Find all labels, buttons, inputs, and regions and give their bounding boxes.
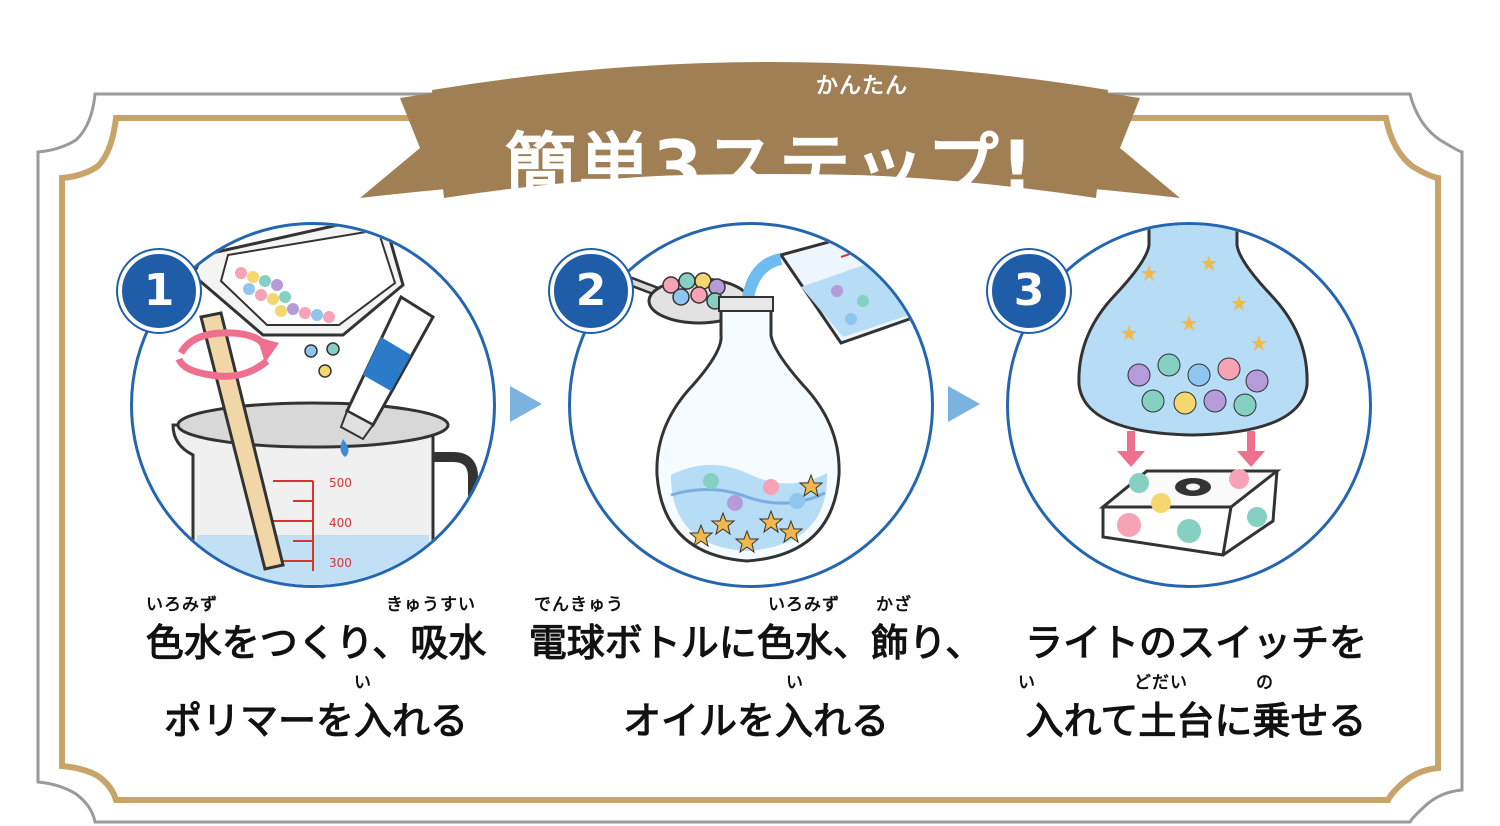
next-step-arrow-2 [948, 386, 980, 422]
step1-ruby-kyuusui: きゅうすい [386, 595, 476, 615]
step3-number-badge: 3 [988, 250, 1070, 332]
measuring-cup-icon [778, 225, 923, 345]
step2-caption-line2: オイルを入れる [622, 699, 889, 743]
scale-label-300: 300 [329, 556, 352, 570]
page-title: 簡単3ステップ! [504, 125, 1036, 209]
outer-frame-line [36, 92, 1464, 824]
step1-number-badge: 1 [118, 250, 200, 332]
rotate-arrow-icon [175, 329, 279, 380]
ribbon-shape [360, 62, 1180, 198]
title-ruby: かんたん [815, 74, 908, 99]
step3-caption-line1: ライトのスイッチを [1024, 621, 1367, 665]
step3-ruby-no: の [1256, 673, 1274, 693]
down-arrow-icon [1117, 431, 1265, 467]
step1-caption-line1: 色水をつくり、吸水 [145, 621, 487, 665]
star-icon [688, 473, 824, 554]
step2-ruby-i: い [786, 673, 804, 693]
step3-ruby-dodai: どだい [1134, 673, 1188, 693]
inner-frame-line [59, 115, 1441, 803]
title-banner: かんたん 簡単3ステップ! [340, 30, 1200, 220]
step1-ruby-i: い [354, 673, 372, 693]
step1-caption: いろみず きゅうすい 色水をつくり、吸水 い ポリマーを入れる [116, 584, 516, 744]
scale-label-400: 400 [329, 516, 352, 530]
step2-ruby-kaza: かざ [876, 595, 912, 615]
polymer-bag-icon [191, 225, 405, 337]
beaker-icon [171, 401, 478, 585]
step2-ruby-denkyuu: でんきゅう [534, 595, 624, 615]
next-step-arrow-1 [510, 386, 542, 422]
step2-illustration [568, 222, 934, 588]
dye-tube-icon [339, 294, 436, 457]
step3-caption-line2: 入れて土台に乗せる [1025, 699, 1367, 743]
step2-caption-line1: 電球ボトルに色水、飾り、 [528, 621, 984, 665]
step2-caption: でんきゅう いろみず かざ 電球ボトルに色水、飾り、 い オイルを入れる [518, 584, 994, 744]
bulb-bottle-icon [655, 296, 841, 563]
light-bulb-icon [1077, 225, 1309, 437]
step3-ruby-i: い [1018, 673, 1036, 693]
beaker-scale: 500 400 300 [273, 476, 352, 571]
step2-ruby-iromizu: いろみず [768, 595, 840, 615]
step2-number-badge: 2 [550, 250, 632, 332]
scale-label-500: 500 [329, 476, 352, 490]
polymer-beads [235, 267, 340, 378]
step1-caption-line2: ポリマーを入れる [163, 699, 468, 743]
light-base-icon [1098, 469, 1282, 557]
step1-ruby-iromizu: いろみず [146, 595, 218, 615]
step3-caption: ライトのスイッチを い どだい の 入れて土台に乗せる [996, 584, 1396, 744]
